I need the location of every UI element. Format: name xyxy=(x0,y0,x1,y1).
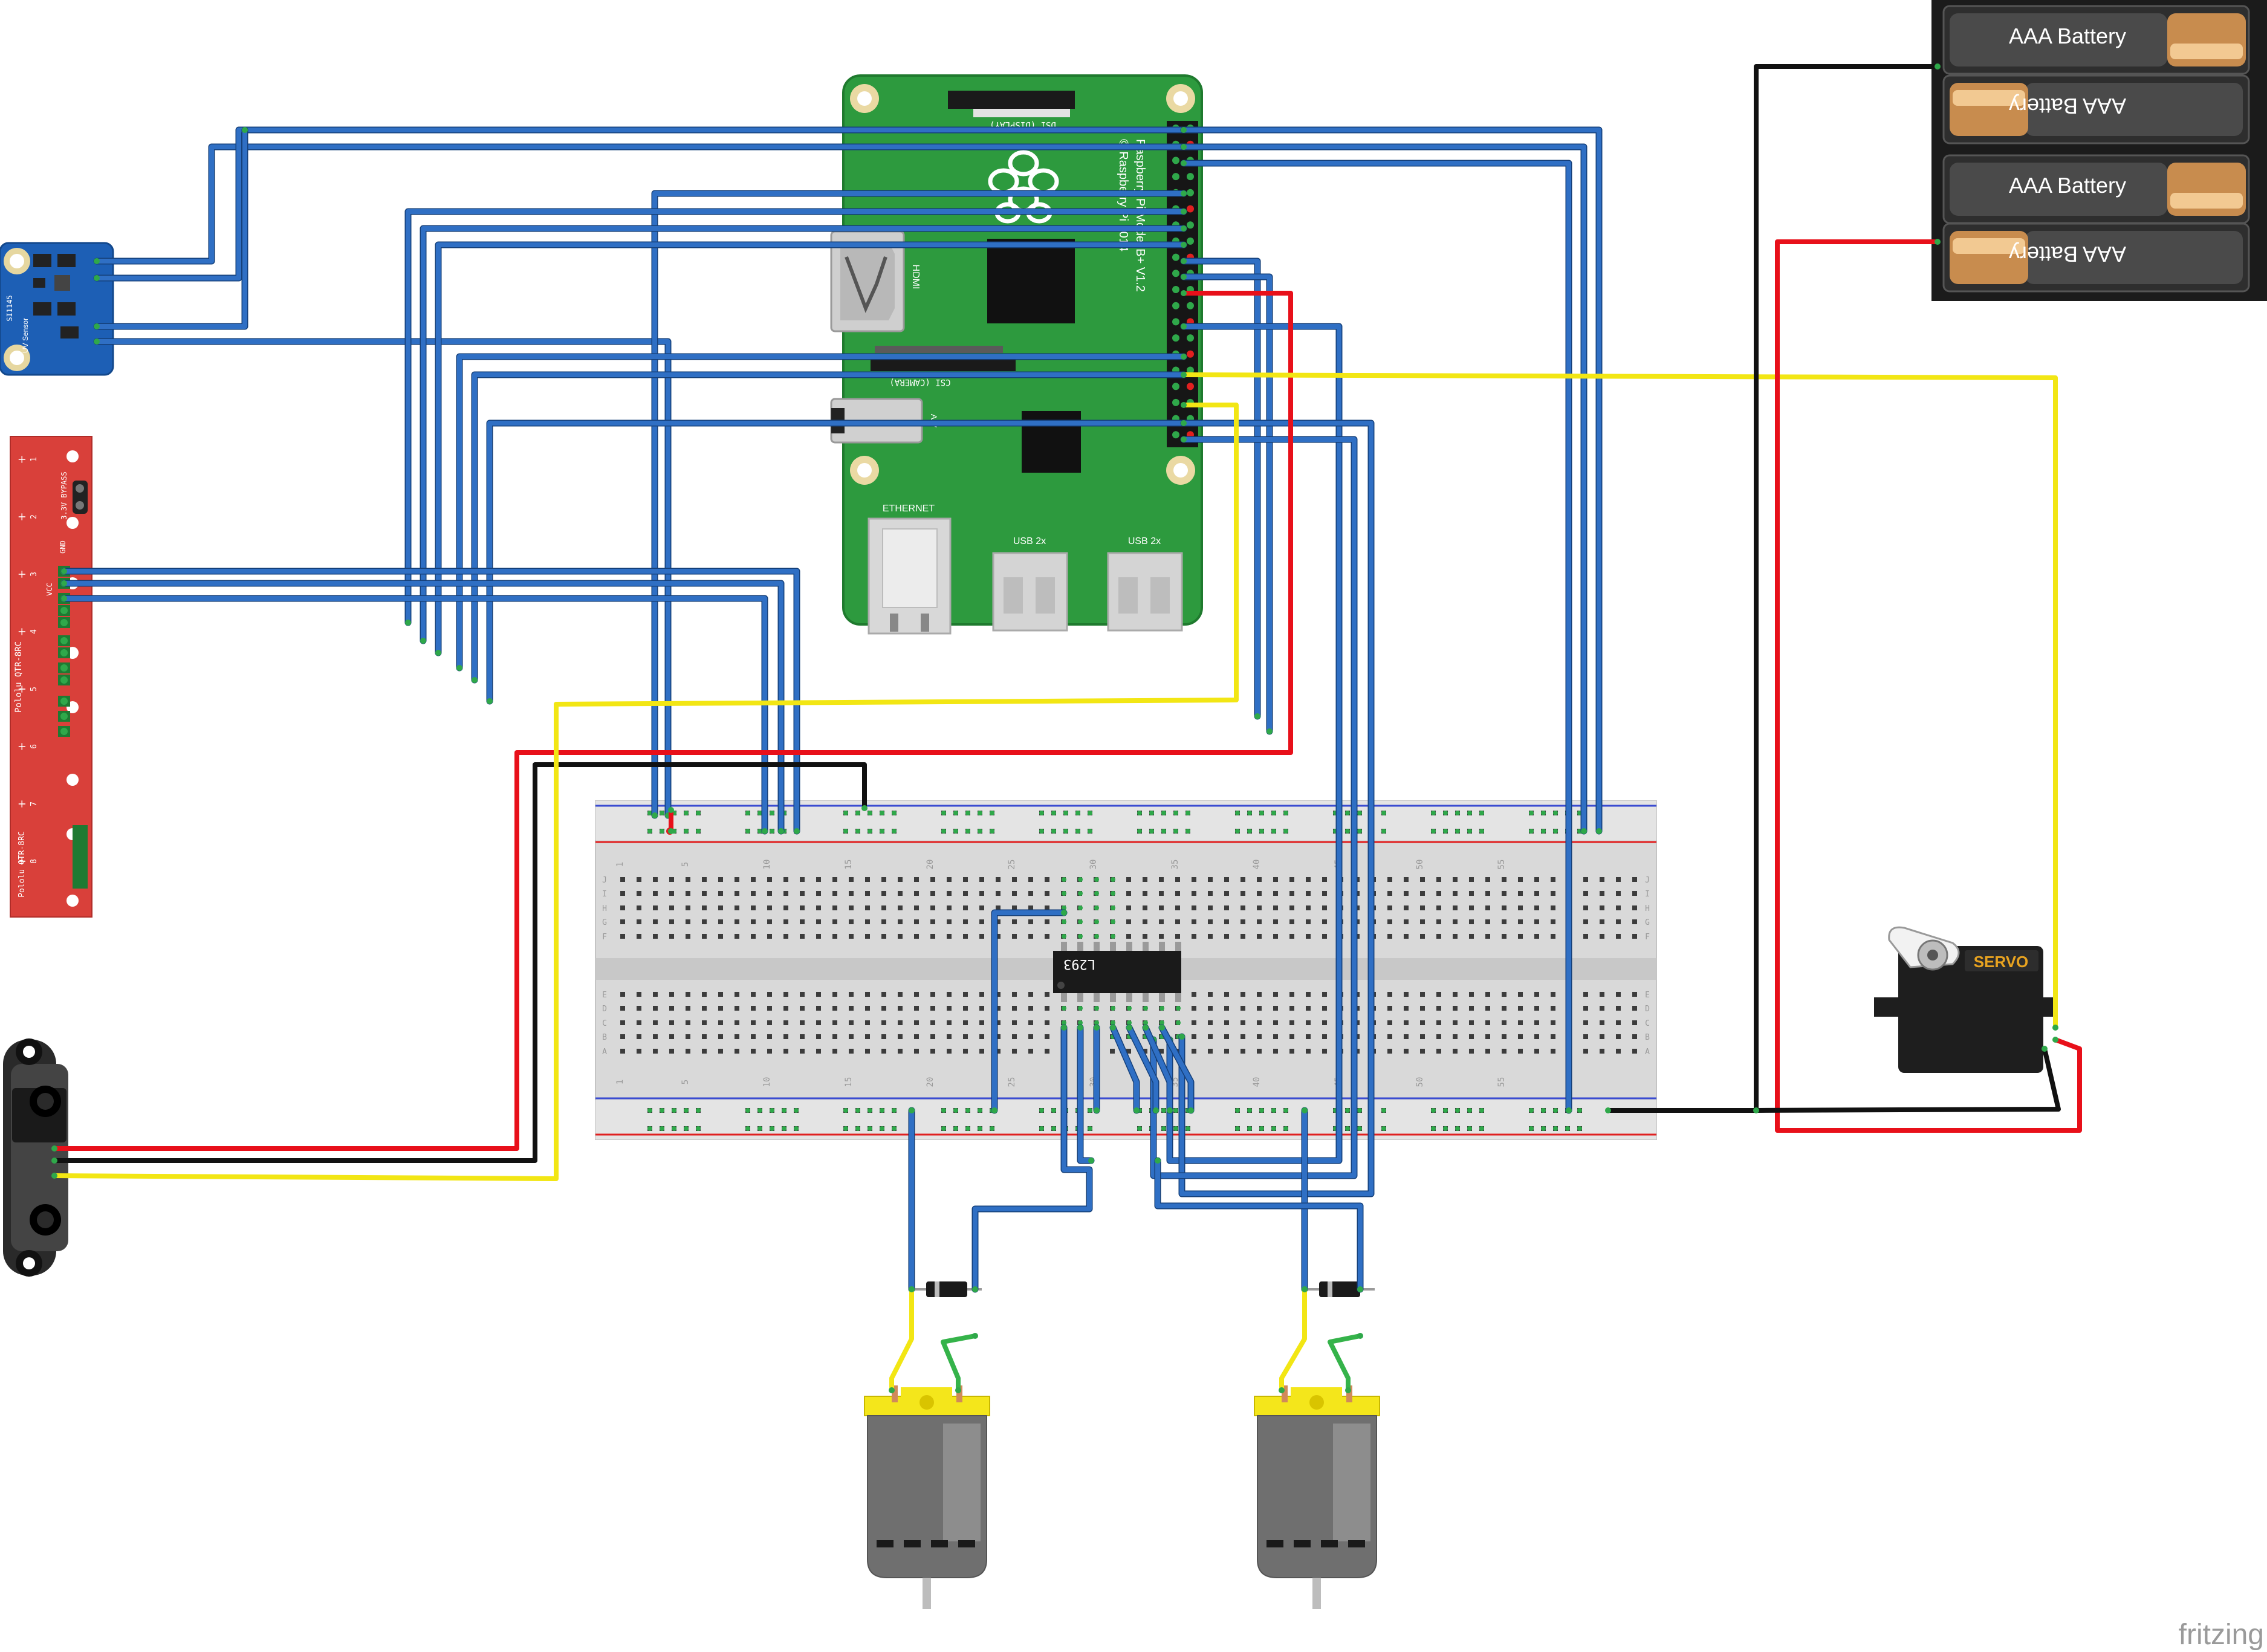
svg-text:20: 20 xyxy=(926,1077,935,1087)
usb-label-2: USB 2x xyxy=(1128,536,1161,546)
uv-sensor-label: UV Sensor xyxy=(21,318,30,353)
uv-sensor-part-number: SI1145 xyxy=(5,295,14,321)
diode xyxy=(1304,1281,1375,1297)
gpio-header xyxy=(1167,121,1198,447)
svg-text:55: 55 xyxy=(1497,1077,1506,1087)
ir-distance-sensor xyxy=(3,1038,68,1277)
svg-text:10: 10 xyxy=(762,860,772,870)
svg-text:+: + xyxy=(16,742,28,751)
usb-port xyxy=(992,552,1183,632)
dc-motor xyxy=(864,1385,990,1609)
svg-text:B: B xyxy=(1645,1033,1650,1042)
svg-text:F: F xyxy=(602,933,607,942)
svg-text:15: 15 xyxy=(844,860,854,870)
line-sensor-title: Pololu QTR-8RC xyxy=(14,641,24,713)
svg-text:+: + xyxy=(16,569,28,578)
svg-text:D: D xyxy=(1645,1005,1650,1014)
svg-text:C: C xyxy=(602,1019,607,1028)
uv-sensor-board: SI1145 UV Sensor xyxy=(0,242,114,376)
svg-text:25: 25 xyxy=(1007,1077,1017,1087)
svg-text:+: + xyxy=(16,512,28,521)
svg-text:C: C xyxy=(1645,1019,1650,1028)
svg-text:5: 5 xyxy=(681,862,690,867)
dsi-connector xyxy=(948,91,1075,109)
battery-label: AAA Battery xyxy=(2009,94,2126,118)
svg-text:6: 6 xyxy=(30,744,39,749)
line-sensor-bottom-title: Pololu QTR-8RC xyxy=(18,831,27,898)
svg-text:I: I xyxy=(1645,890,1650,899)
svg-text:I: I xyxy=(602,890,607,899)
wires xyxy=(51,63,2082,1393)
svg-text:E: E xyxy=(1645,991,1650,1000)
dc-motors xyxy=(864,1385,1380,1609)
svg-text:H: H xyxy=(602,904,607,913)
servo-label: SERVO xyxy=(1974,953,2029,971)
svg-text:1: 1 xyxy=(615,862,625,867)
battery-label: AAA Battery xyxy=(2009,173,2126,198)
diode xyxy=(911,1281,982,1297)
svg-text:G: G xyxy=(602,918,607,927)
ethernet-label: ETHERNET xyxy=(883,504,935,514)
svg-text:H: H xyxy=(1645,904,1650,913)
svg-text:A: A xyxy=(1645,1048,1650,1057)
battery-label: AAA Battery xyxy=(2009,242,2126,267)
svg-text:40: 40 xyxy=(1252,860,1262,870)
usb-label-1: USB 2x xyxy=(1013,536,1046,546)
l293-motor-driver: L293 xyxy=(1053,942,1181,1002)
svg-text:10: 10 xyxy=(762,1077,772,1087)
svg-text:4: 4 xyxy=(30,629,39,634)
svg-text:F: F xyxy=(1645,933,1650,942)
svg-text:35: 35 xyxy=(1170,860,1180,870)
chip-label: L293 xyxy=(1063,956,1095,971)
svg-text:+: + xyxy=(16,627,28,636)
svg-text:1: 1 xyxy=(30,457,39,462)
svg-text:B: B xyxy=(602,1033,607,1042)
servo-motor: SERVO xyxy=(1874,926,2055,1073)
svg-text:25: 25 xyxy=(1007,860,1017,870)
svg-text:55: 55 xyxy=(1497,860,1506,870)
fritzing-watermark: fritzing xyxy=(2179,1619,2264,1651)
battery-label: AAA Battery xyxy=(2009,24,2126,48)
svg-text:8: 8 xyxy=(30,859,39,864)
svg-text:30: 30 xyxy=(1089,860,1098,870)
svg-text:E: E xyxy=(602,991,607,1000)
csi-label: CSI (CAMERA) xyxy=(889,377,950,387)
mounting-hole xyxy=(850,84,1195,485)
svg-text:5: 5 xyxy=(681,1080,690,1084)
board-model-text: Raspberry Pi Model B+ V1.2 xyxy=(1134,139,1147,292)
svg-text:D: D xyxy=(602,1005,607,1014)
gnd-label: GND xyxy=(59,540,67,554)
svg-text:40: 40 xyxy=(1252,1077,1262,1087)
svg-text:+: + xyxy=(16,684,28,693)
bypass-label: 3.3V BYPASS xyxy=(60,471,68,519)
svg-text:J: J xyxy=(602,876,607,885)
svg-text:G: G xyxy=(1645,918,1650,927)
csi-connector xyxy=(871,359,1016,371)
svg-text:50: 50 xyxy=(1415,860,1425,870)
soc-chip xyxy=(987,239,1075,323)
hdmi-label: HDMI xyxy=(910,265,921,290)
svg-text:50: 50 xyxy=(1415,1077,1425,1087)
svg-text:+: + xyxy=(16,799,28,808)
svg-text:5: 5 xyxy=(30,687,39,692)
svg-text:7: 7 xyxy=(30,802,39,806)
svg-text:15: 15 xyxy=(844,1077,854,1087)
svg-text:J: J xyxy=(1645,876,1650,885)
svg-text:2: 2 xyxy=(30,514,39,519)
svg-text:+: + xyxy=(16,857,28,866)
svg-text:20: 20 xyxy=(926,860,935,870)
svg-text:3: 3 xyxy=(30,572,39,577)
svg-text:+: + xyxy=(16,455,28,464)
line-sensor-array: 3.3V BYPASS Pololu QTR-8RC Pololu QTR-8R… xyxy=(10,436,92,918)
dc-motor xyxy=(1254,1385,1380,1609)
svg-text:A: A xyxy=(602,1048,607,1057)
vcc-label: VCC xyxy=(45,583,54,596)
svg-text:1: 1 xyxy=(615,1080,625,1084)
